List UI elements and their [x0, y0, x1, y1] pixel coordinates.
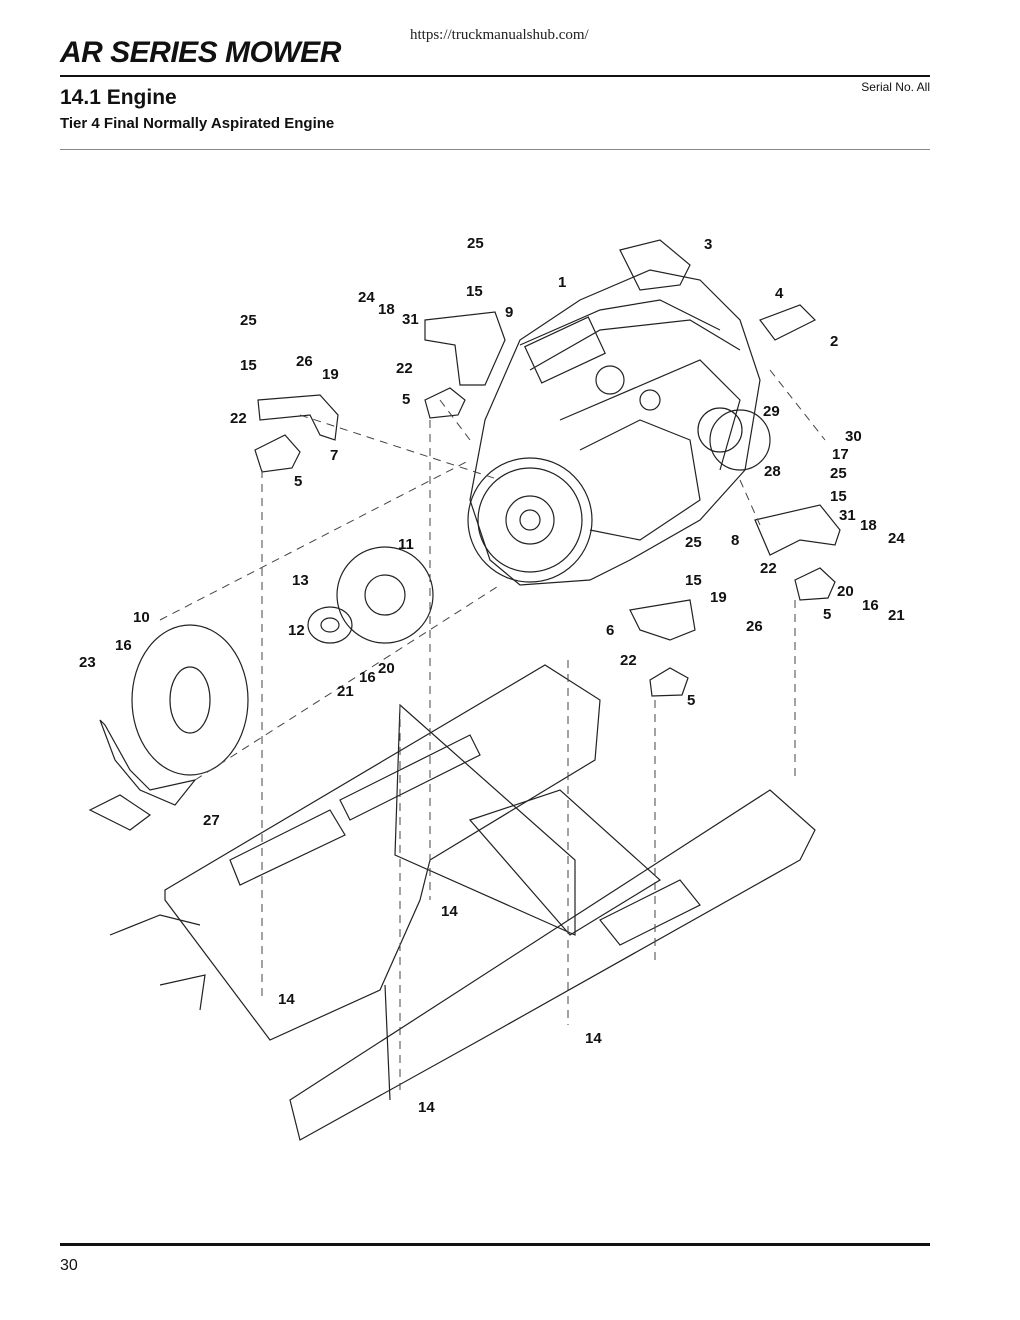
serial-number: Serial No. All: [861, 80, 930, 94]
callout: 22: [620, 652, 637, 669]
callout: 20: [837, 583, 854, 600]
callout: 26: [746, 618, 763, 635]
callout: 18: [860, 517, 877, 534]
callout: 22: [396, 360, 413, 377]
callout: 7: [330, 447, 338, 464]
diagram-artwork: [88, 239, 841, 1141]
callout: 23: [79, 654, 96, 671]
header-rule: [60, 75, 930, 77]
callout: 21: [888, 607, 905, 624]
callout: 31: [839, 507, 856, 524]
callout: 31: [402, 311, 419, 328]
footer-rule: [60, 1243, 930, 1246]
callout: 6: [606, 622, 614, 639]
callout: 16: [359, 669, 376, 686]
callout: 19: [710, 589, 727, 606]
fan-shield: [99, 719, 197, 806]
callout-labels: 25 3 24 18 15 1 31 9 4 2 25 15 26 19 22 …: [79, 235, 905, 1116]
callout: 1: [558, 274, 566, 291]
callout: 25: [830, 465, 847, 482]
callout: 14: [441, 903, 458, 920]
callout: 12: [288, 622, 305, 639]
mount-bracket-8: [754, 504, 841, 556]
callout: 25: [240, 312, 257, 329]
callout: 5: [687, 692, 695, 709]
callout: 15: [830, 488, 847, 505]
flywheel: [467, 457, 593, 583]
callout: 13: [292, 572, 309, 589]
callout: 14: [278, 991, 295, 1008]
main-frame: [164, 664, 601, 1041]
callout: 5: [402, 391, 410, 408]
callout: 15: [240, 357, 257, 374]
coupling-disc: [336, 546, 434, 644]
page-number: 30: [60, 1257, 78, 1274]
callout: 24: [358, 289, 375, 306]
mount-bracket-9: [424, 311, 506, 386]
callout: 21: [337, 683, 354, 700]
manual-title: AR SERIES MOWER: [60, 36, 341, 69]
callout: 10: [133, 609, 150, 626]
callout: 5: [294, 473, 302, 490]
callout: 18: [378, 301, 395, 318]
callout: 20: [378, 660, 395, 677]
callout: 5: [823, 606, 831, 623]
callout: 30: [845, 428, 862, 445]
callout: 17: [832, 446, 849, 463]
callout: 26: [296, 353, 313, 370]
callout: 22: [760, 560, 777, 577]
callout: 14: [418, 1099, 435, 1116]
callout: 24: [888, 530, 905, 547]
mount-bracket-6: [629, 599, 696, 641]
callout: 3: [704, 236, 712, 253]
callout: 9: [505, 304, 513, 321]
callout: 8: [731, 532, 739, 549]
source-url[interactable]: https://truckmanualshub.com/: [410, 27, 589, 43]
callout: 27: [203, 812, 220, 829]
callout: 15: [685, 572, 702, 589]
callout: 29: [763, 403, 780, 420]
callout: 19: [322, 366, 339, 383]
callout: 11: [398, 536, 414, 553]
adapter-plate: [131, 624, 249, 776]
mount-bracket-left: [257, 394, 339, 441]
section-heading: 14.1 Engine: [60, 86, 177, 109]
callout: 14: [585, 1030, 602, 1047]
callout: 28: [764, 463, 781, 480]
callout: 4: [775, 285, 784, 302]
callout: 22: [230, 410, 247, 427]
callout: 25: [467, 235, 484, 252]
header-divider: [60, 149, 930, 150]
callout: 2: [830, 333, 838, 350]
callout: 15: [466, 283, 483, 300]
callout: 25: [685, 534, 702, 551]
section-subtitle: Tier 4 Final Normally Aspirated Engine: [60, 115, 335, 132]
callout: 16: [862, 597, 879, 614]
callout: 16: [115, 637, 132, 654]
drive-hub: [307, 606, 353, 644]
